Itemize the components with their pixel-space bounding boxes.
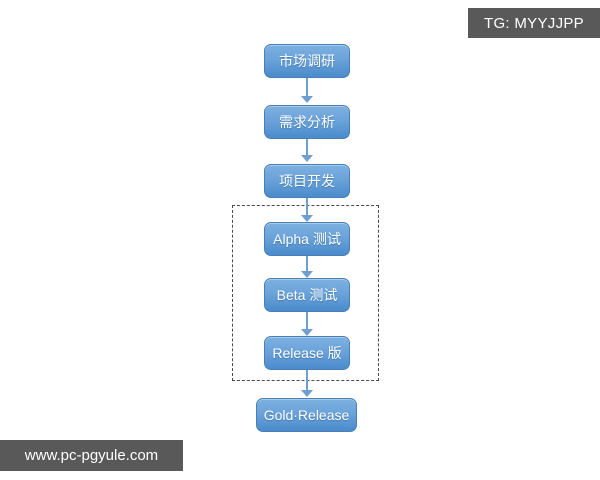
watermark-banner: www.pc-pgyule.com — [0, 440, 183, 471]
watermark-label: www.pc-pgyule.com — [24, 447, 159, 464]
connector-line-release-version-to-gold-release — [306, 370, 308, 392]
flow-node-label: Gold·Release — [263, 407, 350, 423]
testing-phase-group-box — [232, 205, 379, 381]
flow-node-alpha-test[interactable]: Alpha 测试 — [264, 222, 350, 256]
connector-arrow-release-version-to-gold-release — [301, 390, 313, 397]
connector-arrow-market-research-to-requirement-analysis — [301, 96, 313, 103]
flow-node-label: Release 版 — [272, 345, 342, 361]
flow-node-label: 市场调研 — [279, 53, 335, 69]
flow-node-label: 项目开发 — [279, 173, 335, 189]
tag-badge-label: TG: MYYJJPP — [484, 14, 584, 32]
flow-node-label: Alpha 测试 — [273, 231, 341, 247]
connector-arrow-requirement-analysis-to-project-development — [301, 155, 313, 162]
flow-node-release-version[interactable]: Release 版 — [264, 336, 350, 370]
connector-line-market-research-to-requirement-analysis — [306, 78, 308, 98]
tag-badge: TG: MYYJJPP — [468, 8, 600, 38]
flow-node-beta-test[interactable]: Beta 测试 — [264, 278, 350, 312]
flow-node-project-development[interactable]: 项目开发 — [264, 164, 350, 198]
flow-node-market-research[interactable]: 市场调研 — [264, 44, 350, 78]
connector-line-requirement-analysis-to-project-development — [306, 139, 308, 157]
connector-line-project-development-to-alpha-test — [306, 198, 308, 220]
connector-line-alpha-test-to-beta-test — [306, 256, 308, 274]
flow-node-label: Beta 测试 — [276, 287, 338, 303]
connector-line-beta-test-to-release-version — [306, 312, 308, 332]
flow-node-gold-release[interactable]: Gold·Release — [256, 398, 357, 432]
connector-arrow-project-development-to-alpha-test — [301, 215, 313, 222]
connector-arrow-alpha-test-to-beta-test — [301, 271, 313, 278]
flow-node-requirement-analysis[interactable]: 需求分析 — [264, 105, 350, 139]
flow-node-label: 需求分析 — [279, 114, 335, 130]
connector-arrow-beta-test-to-release-version — [301, 329, 313, 336]
